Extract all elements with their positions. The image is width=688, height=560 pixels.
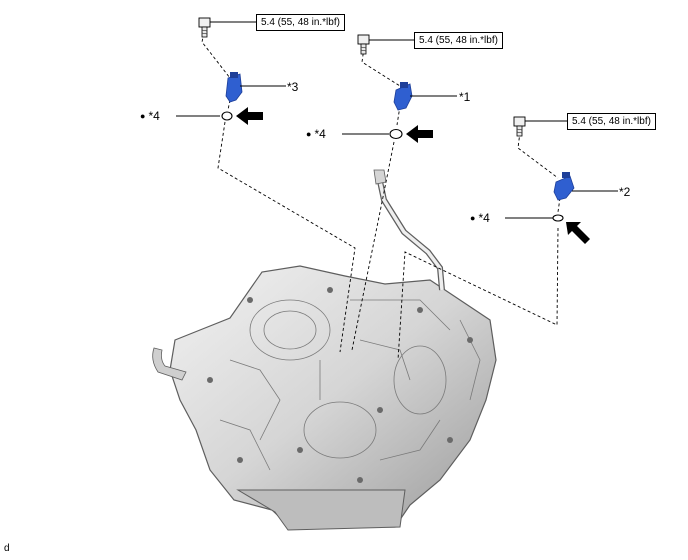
callout-4-label: *4	[314, 127, 326, 141]
bolt-icon	[198, 17, 211, 38]
arrow-up-left-icon	[566, 222, 590, 244]
callout-4: ●*4	[140, 109, 160, 123]
callout-4: ●*4	[306, 127, 326, 141]
callout-4: ●*4	[470, 211, 490, 225]
arrow-left-icon	[236, 107, 263, 125]
figure-id: d	[4, 543, 10, 554]
callout-2: *2	[619, 185, 631, 199]
o-ring-icon	[552, 214, 564, 222]
callout-1: *1	[459, 90, 471, 104]
callout-4-label: *4	[148, 109, 160, 123]
o-ring-icon	[389, 128, 403, 140]
bullet-icon: ●	[470, 213, 476, 223]
arrow-left-icon	[406, 125, 433, 143]
bullet-icon: ●	[306, 129, 312, 139]
speed-sensor-icon	[225, 72, 243, 103]
torque-spec-label: 5.4 (55, 48 in.*lbf)	[567, 113, 656, 130]
transmission-housing	[152, 169, 497, 531]
callout-4-label: *4	[478, 211, 490, 225]
speed-sensor-icon	[393, 82, 413, 111]
speed-sensor-icon	[553, 172, 575, 201]
callout-3: *3	[287, 80, 299, 94]
o-ring-icon	[221, 111, 233, 121]
bullet-icon: ●	[140, 111, 146, 121]
bolt-icon	[357, 34, 370, 55]
torque-spec-label: 5.4 (55, 48 in.*lbf)	[414, 32, 503, 49]
torque-spec-label: 5.4 (55, 48 in.*lbf)	[256, 14, 345, 31]
bolt-icon	[513, 116, 526, 137]
